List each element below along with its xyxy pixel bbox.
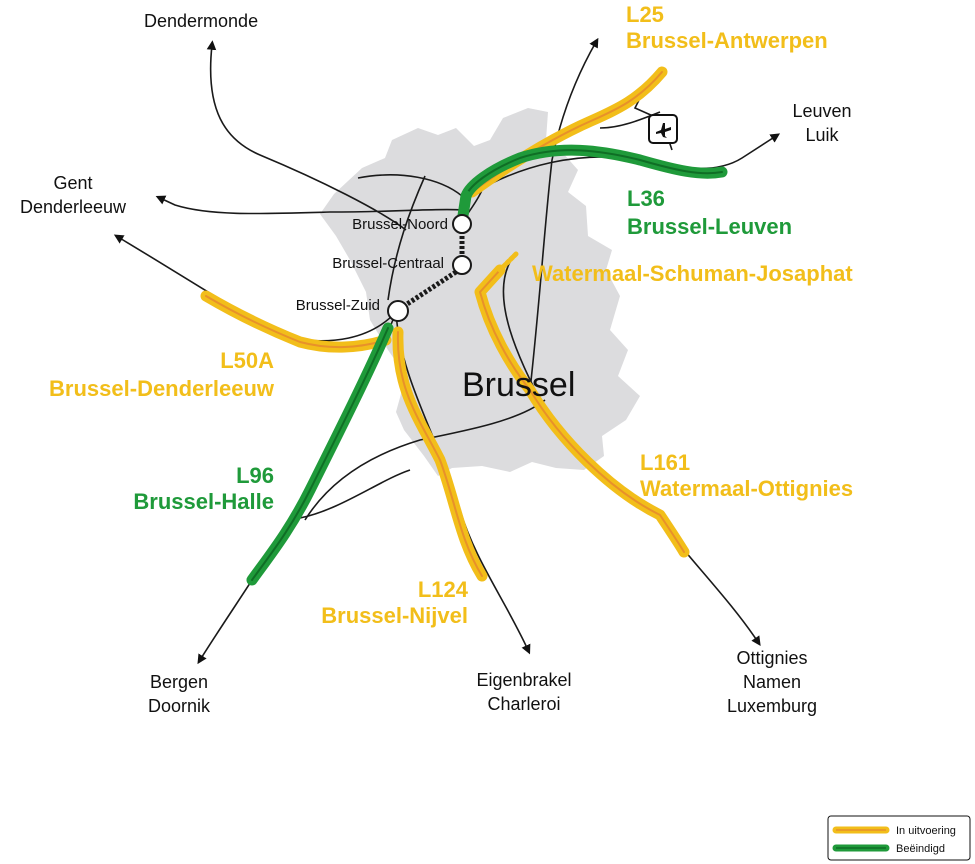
track-antwerpen bbox=[529, 37, 599, 391]
line-l50a-core bbox=[205, 295, 387, 349]
l161-name: Watermaal-Ottignies bbox=[640, 476, 853, 501]
l25-name: Brussel-Antwerpen bbox=[626, 28, 828, 53]
l50a-name: Brussel-Denderleeuw bbox=[49, 376, 275, 401]
l124-code: L124 bbox=[418, 577, 469, 602]
line-schuman bbox=[497, 251, 519, 273]
l25-code: L25 bbox=[626, 2, 664, 27]
destination-labels: Dendermonde Gent Denderleeuw Leuven Luik… bbox=[20, 11, 852, 716]
dest-denderleeuw: Denderleeuw bbox=[20, 197, 127, 217]
l96-name: Brussel-Halle bbox=[133, 489, 274, 514]
l161-code: L161 bbox=[640, 450, 690, 475]
stations bbox=[387, 214, 472, 322]
dest-leuven: Leuven bbox=[792, 101, 851, 121]
dest-charleroi: Charleroi bbox=[487, 694, 560, 714]
dest-bergen: Bergen bbox=[150, 672, 208, 692]
dest-luik: Luik bbox=[805, 125, 839, 145]
station-centraal-label: Brussel-Centraal bbox=[332, 255, 444, 272]
rail-tracks bbox=[113, 37, 781, 665]
station-zuid-label: Brussel-Zuid bbox=[296, 297, 380, 314]
l36-name: Brussel-Leuven bbox=[627, 214, 792, 239]
l96-code: L96 bbox=[236, 463, 274, 488]
station-zuid-marker[interactable] bbox=[387, 300, 409, 322]
track-gent bbox=[155, 195, 463, 215]
schuman-name: Watermaal-Schuman-Josaphat bbox=[532, 261, 853, 286]
legend-completed-label: Beëindigd bbox=[896, 843, 945, 855]
l124-name: Brussel-Nijvel bbox=[321, 603, 468, 628]
dest-gent: Gent bbox=[53, 173, 92, 193]
legend-in-progress-label: In uitvoering bbox=[896, 825, 956, 837]
highlighted-lines bbox=[200, 66, 728, 586]
station-labels: Brussel-Noord Brussel-Centraal Brussel-Z… bbox=[296, 216, 448, 314]
l36-code: L36 bbox=[627, 186, 665, 211]
line-l124-core bbox=[396, 331, 483, 577]
l50a-code: L50A bbox=[220, 348, 274, 373]
airplane-icon bbox=[648, 114, 678, 144]
track-dendermonde bbox=[206, 40, 407, 231]
station-centraal-marker[interactable] bbox=[452, 255, 472, 275]
dest-luxemburg: Luxemburg bbox=[727, 696, 817, 716]
line-l96-core bbox=[251, 327, 389, 581]
line-l161-core bbox=[479, 269, 685, 553]
dest-doornik: Doornik bbox=[148, 696, 211, 716]
legend: In uitvoering Beëindigd bbox=[827, 815, 971, 861]
dest-dendermonde: Dendermonde bbox=[144, 11, 258, 31]
dest-eigenbrakel: Eigenbrakel bbox=[476, 670, 571, 690]
line-labels: L25 Brussel-Antwerpen L36 Brussel-Leuven… bbox=[49, 2, 853, 628]
line-l36-core bbox=[465, 149, 723, 197]
station-noord-label: Brussel-Noord bbox=[352, 216, 448, 233]
city-label: Brussel bbox=[462, 366, 575, 404]
dest-namen: Namen bbox=[743, 672, 801, 692]
station-noord-marker[interactable] bbox=[452, 214, 472, 234]
dest-ottignies: Ottignies bbox=[736, 648, 807, 668]
